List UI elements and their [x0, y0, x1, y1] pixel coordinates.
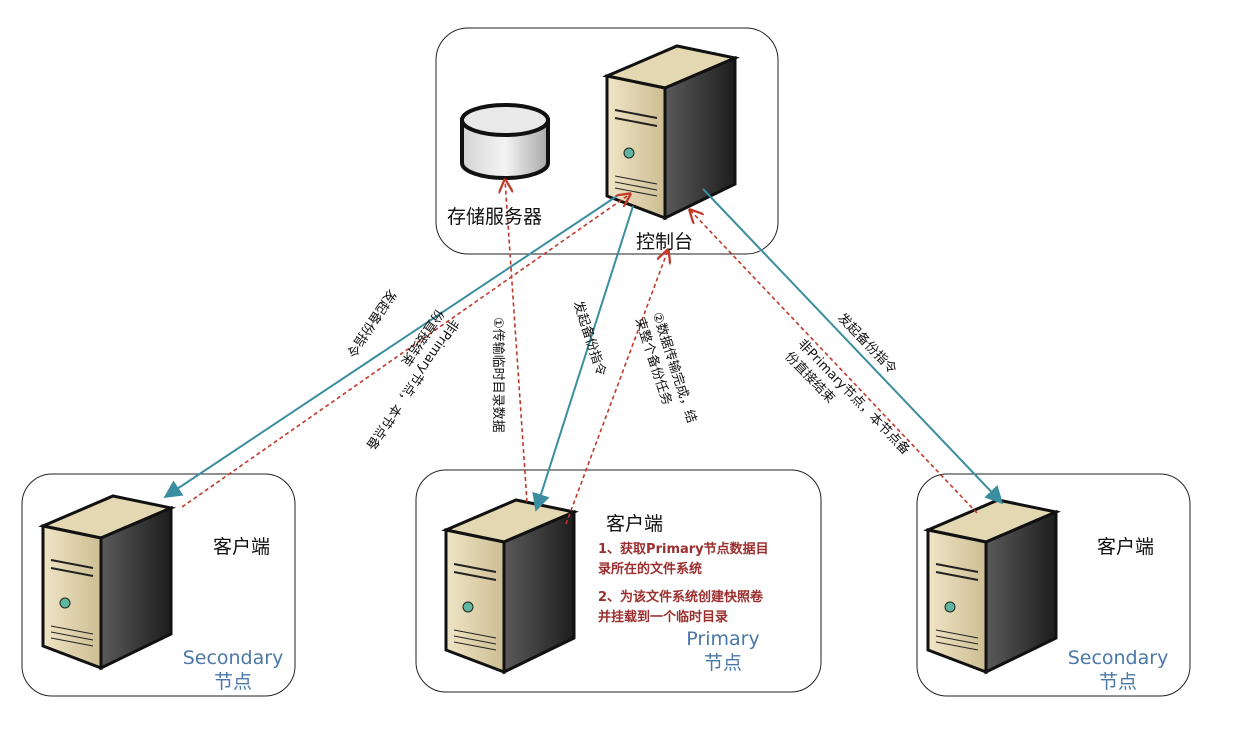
- arrow-cmd-left: [163, 195, 618, 498]
- arrow-done-right: [690, 210, 978, 514]
- storage-server-icon: [460, 103, 550, 180]
- arrow-transfer-center: [505, 180, 528, 503]
- step-note-1: 1、获取Primary节点数据目 录所在的文件系统: [598, 540, 769, 580]
- arrow-label-transfer-center: ①传输临时目录数据: [490, 317, 505, 433]
- role-line2: 节点: [213, 671, 252, 693]
- note-line: 录所在的文件系统: [598, 562, 703, 577]
- note-line: 并挂载到一个临时目录: [598, 610, 729, 625]
- storage-server-label: 存储服务器: [447, 206, 543, 228]
- arrow-done-left: [181, 194, 630, 508]
- client-server-icon-left: [38, 494, 176, 671]
- console-label: 控制台: [636, 231, 694, 253]
- console-server-icon: [602, 44, 740, 221]
- step-note-2: 2、为该文件系统创建快照卷 并挂载到一个临时目录: [598, 588, 763, 628]
- arrow-cmd-right: [702, 188, 1004, 505]
- role-line1: Secondary: [1067, 647, 1169, 669]
- role-label-left: Secondary 节点: [178, 646, 288, 694]
- note-line: 1、获取Primary节点数据目: [598, 542, 769, 557]
- note-line: 2、为该文件系统创建快照卷: [598, 590, 764, 605]
- role-label-right: Secondary 节点: [1063, 646, 1173, 694]
- arrow-cmd-center: [532, 205, 634, 512]
- role-line1: Primary: [686, 628, 760, 650]
- client-label-center: 客户端: [606, 513, 664, 535]
- role-label-center: Primary 节点: [668, 627, 778, 675]
- client-label-right: 客户端: [1097, 536, 1155, 558]
- client-server-icon-right: [923, 498, 1061, 675]
- client-server-icon-center: [441, 498, 579, 675]
- client-label-left: 客户端: [213, 536, 271, 558]
- role-line2: 节点: [1098, 671, 1137, 693]
- role-line2: 节点: [703, 652, 742, 674]
- role-line1: Secondary: [182, 647, 284, 669]
